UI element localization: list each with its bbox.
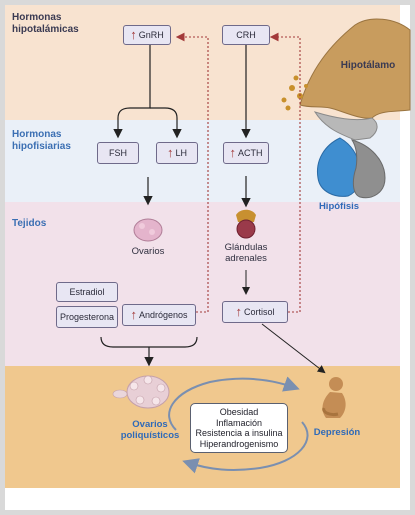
fsh-label: FSH bbox=[109, 148, 127, 158]
increase-arrow-icon: ↑ bbox=[235, 304, 242, 319]
comorbidity-item: Inflamación bbox=[215, 417, 263, 428]
increase-arrow-icon: ↑ bbox=[130, 27, 137, 42]
increase-arrow-icon: ↑ bbox=[130, 307, 137, 322]
androgenos-box: ↑ Andrógenos bbox=[122, 304, 196, 326]
acth-label: ACTH bbox=[238, 148, 263, 158]
estradiol-box: Estradiol bbox=[56, 282, 118, 302]
ovarios-poliquisticos-label: Ovarios poliquísticos bbox=[120, 419, 180, 441]
gnrh-box: ↑ GnRH bbox=[123, 25, 171, 45]
acth-box: ↑ ACTH bbox=[223, 142, 269, 164]
section-label-tissues: Tejidos bbox=[12, 218, 47, 229]
depression-figure-illustration bbox=[322, 377, 346, 418]
crh-label: CRH bbox=[236, 30, 256, 40]
estradiol-label: Estradiol bbox=[69, 287, 105, 297]
adrenal-illustration bbox=[236, 209, 256, 239]
comorbidities-box: Obesidad Inflamación Resistencia a insul… bbox=[190, 403, 288, 453]
depresion-label: Depresión bbox=[313, 427, 361, 438]
comorbidity-item: Hiperandrogenismo bbox=[199, 438, 279, 449]
lh-label: LH bbox=[175, 148, 187, 158]
comorbidity-item: Obesidad bbox=[219, 407, 259, 417]
androgenos-label: Andrógenos bbox=[138, 310, 188, 320]
polycystic-ovary-illustration bbox=[112, 375, 170, 409]
hypothalamus-illustration bbox=[281, 18, 411, 141]
cortisol-box: ↑ Cortisol bbox=[222, 301, 288, 323]
cortisol-label: Cortisol bbox=[243, 307, 275, 317]
hipotalamo-label: Hipotálamo bbox=[340, 60, 396, 71]
comorbidity-item: Resistencia a insulina bbox=[195, 428, 283, 438]
increase-arrow-icon: ↑ bbox=[229, 145, 237, 160]
ovarios-label: Ovarios bbox=[131, 246, 165, 257]
section-label-pituitary: Hormonas hipofisiarias bbox=[12, 129, 71, 152]
progesterona-label: Progesterona bbox=[59, 312, 115, 322]
progesterona-box: Progesterona bbox=[56, 306, 118, 328]
hipofisis-label: Hipófisis bbox=[318, 201, 360, 212]
lh-box: ↑ LH bbox=[156, 142, 198, 164]
gnrh-label: GnRH bbox=[138, 30, 164, 40]
section-label-hypothalamic: Hormonas hipotalámicas bbox=[12, 12, 79, 35]
ovary-illustration bbox=[133, 218, 163, 242]
fsh-box: FSH bbox=[97, 142, 139, 164]
crh-box: CRH bbox=[222, 25, 270, 45]
increase-arrow-icon: ↑ bbox=[166, 145, 174, 160]
glandulas-adrenales-label: Glándulas adrenales bbox=[224, 242, 268, 264]
pituitary-illustration bbox=[316, 137, 386, 199]
